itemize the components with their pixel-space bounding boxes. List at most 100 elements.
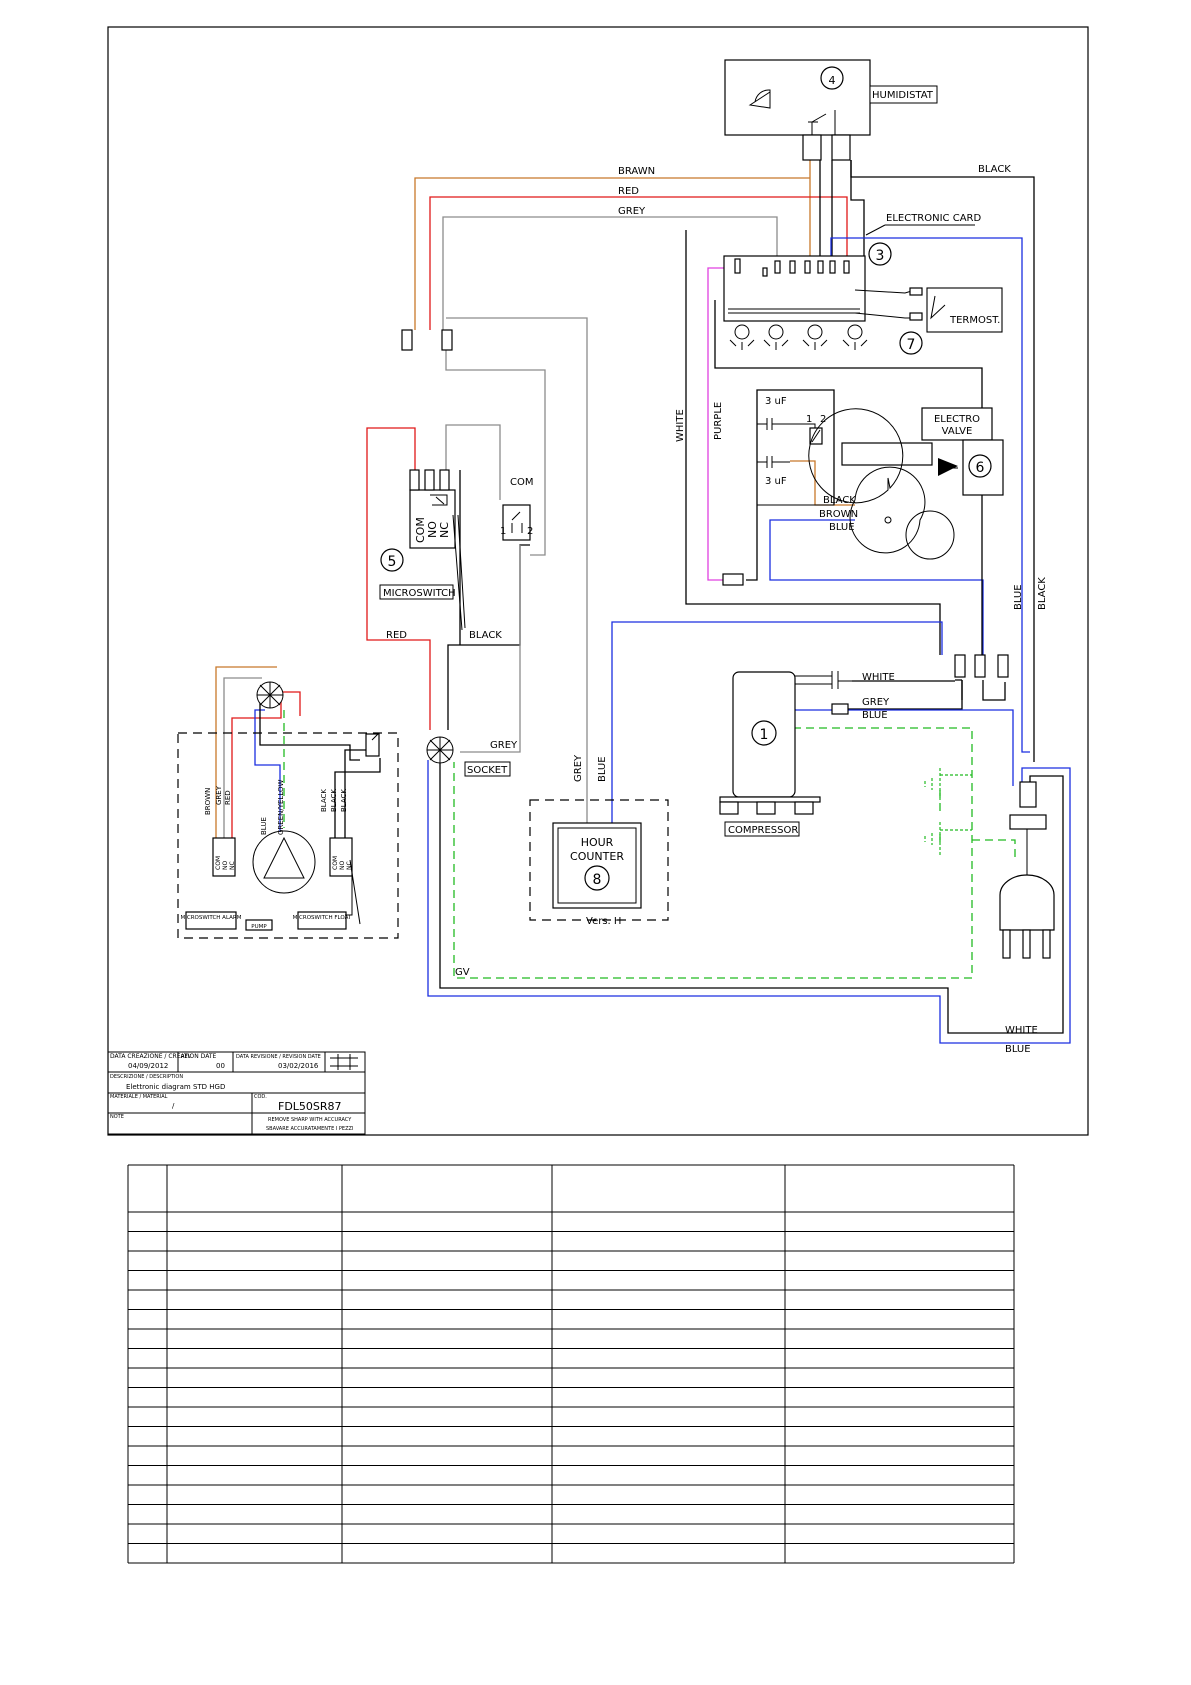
compressor-label-box (724, 821, 800, 837)
label-white-vert: WHITE (675, 409, 686, 442)
wire-grey-com (445, 424, 501, 500)
label-fan-black: BLACK (823, 495, 856, 506)
wire-grey-switch (445, 330, 546, 556)
hour-counter-label-2: COUNTER (570, 850, 624, 863)
tb-description: Elettronic diagram STD HGD (126, 1083, 225, 1091)
tb-description-header: DESCRIZIONE / DESCRIPTION (110, 1074, 183, 1080)
microswitch (380, 469, 466, 631)
float-pump-label: PUMP (251, 924, 267, 930)
compressor-number: 1 (760, 727, 769, 743)
tb-note-line2: SBAVARE ACCURATAMENTE I PEZZI (266, 1126, 353, 1132)
float-wire-black-1: BLACK (320, 789, 328, 812)
com-switch-pin2: 2 (527, 526, 533, 537)
label-gv: GV (455, 967, 470, 978)
microswitch-nc: NC (438, 522, 451, 538)
hour-counter-label-1: HOUR (581, 836, 614, 849)
wire-labels: BRAWN RED GREY BLACK WHITE PURPLE BLACK … (386, 164, 1048, 1055)
float-wire-grey: GREY (215, 785, 223, 805)
com-switch-pin1: 1 (500, 526, 506, 537)
wire-red-left (366, 427, 431, 730)
hour-counter (552, 822, 642, 909)
float-pin-nc-b: NC (346, 861, 353, 870)
label-comp-grey: GREY (862, 697, 890, 708)
socket-label: SOCKET (467, 765, 508, 776)
wire-purple (707, 267, 736, 581)
label-black-mid: BLACK (469, 630, 502, 641)
tb-note-line1: REMOVE SHARP WITH ACCURACY (268, 1117, 352, 1123)
wire-black-valve (714, 300, 983, 440)
wire-red-float (231, 691, 301, 838)
wire-black-pump (259, 700, 360, 761)
drawing-frame (107, 26, 1089, 1136)
label-purple-vert: PURPLE (713, 402, 724, 440)
label-brawn: BRAWN (618, 166, 655, 177)
led-indicators (729, 324, 868, 350)
label-grey-vert: GREY (573, 754, 584, 782)
label-comp-white: WHITE (862, 672, 895, 683)
compressor-label: COMPRESSOR (728, 825, 798, 836)
capacitor-bottom-label: 3 uF (765, 476, 787, 487)
wire-black-card (831, 160, 865, 257)
fan-motor (808, 408, 955, 560)
float-wire-black-3: BLACK (340, 789, 348, 812)
socket-label-box (464, 761, 511, 777)
label-red-top: RED (618, 186, 639, 197)
float-pin-no-a: NO (222, 861, 229, 870)
wire-grey-socket (460, 545, 521, 753)
tb-material-header: MATERIALE / MATERIAL (110, 1094, 168, 1100)
title-block (107, 1051, 366, 1135)
microswitch-number: 5 (388, 554, 397, 570)
capacitor-group (756, 389, 835, 506)
electro-valve-number: 6 (976, 460, 985, 476)
float-wire-black-2: BLACK (330, 789, 338, 812)
wire-brown-float (215, 666, 277, 838)
wire-blue-comp (794, 709, 1014, 786)
electronic-card (723, 242, 936, 355)
float-wire-brown: BROWN (204, 788, 212, 815)
connector-blocks (401, 329, 1047, 830)
float-pin-com-a: COM (215, 856, 222, 870)
microswitch-label: MICROSWITCH (383, 588, 456, 599)
tb-creation-date-header: DATA CREAZIONE / CREATION DATE (110, 1053, 216, 1060)
wire-white-bottom (439, 760, 1064, 1034)
electronic-card-label: ELECTRONIC CARD (886, 213, 981, 224)
microswitch-com: COM (414, 517, 427, 543)
label-grey-socket: GREY (490, 740, 518, 751)
com-switch-label: COM (510, 477, 533, 488)
humidistat-label: HUMIDISTAT (872, 90, 934, 101)
tb-note-header: NOTE (110, 1114, 124, 1120)
mains-plug (999, 829, 1055, 959)
float-pin-no-b: NO (339, 861, 346, 870)
electronic-card-number: 3 (876, 248, 885, 264)
tb-rev: 00 (216, 1062, 225, 1070)
float-module (185, 681, 380, 931)
label-white-bottom: WHITE (1005, 1025, 1038, 1036)
hour-counter-version: Vers. H (586, 916, 621, 927)
capacitor-top-label: 3 uF (765, 396, 787, 407)
revision-table (127, 1164, 1015, 1564)
termostat-number: 7 (907, 337, 916, 353)
microswitch-no: NO (426, 521, 439, 538)
float-wire-red: RED (224, 790, 232, 805)
label-comp-blue: BLUE (862, 710, 888, 721)
wire-blue-fan (769, 519, 984, 655)
tb-revision-date: 03/02/2016 (278, 1062, 319, 1070)
wire-blue-right (830, 237, 1030, 753)
float-microswitch-alarm-1: MICROSWITCH ALARM (181, 915, 242, 921)
tb-creation-date: 04/09/2012 (128, 1062, 168, 1070)
float-wire-greenyellow: GREEN/YELLOW (277, 780, 285, 835)
humidistat (724, 59, 871, 161)
wire-grey-float (223, 677, 262, 838)
wire-black-conn (955, 679, 1006, 701)
wire-brown-fan (790, 460, 855, 506)
tb-rev-header: REV. (181, 1054, 192, 1060)
earth-symbol-1 (924, 768, 972, 855)
wire-red-top (429, 196, 848, 330)
wire-white-vert (685, 230, 941, 655)
label-black-top: BLACK (978, 164, 1011, 175)
microswitch-label-box (379, 584, 454, 600)
tb-revision-date-header: DATA REVISIONE / REVISION DATE (236, 1054, 321, 1060)
humidistat-number: 4 (829, 74, 836, 87)
wire-grey-counter (446, 317, 588, 825)
title-block-text: DATA CREAZIONE / CREATION DATE 04/09/201… (110, 1053, 353, 1132)
